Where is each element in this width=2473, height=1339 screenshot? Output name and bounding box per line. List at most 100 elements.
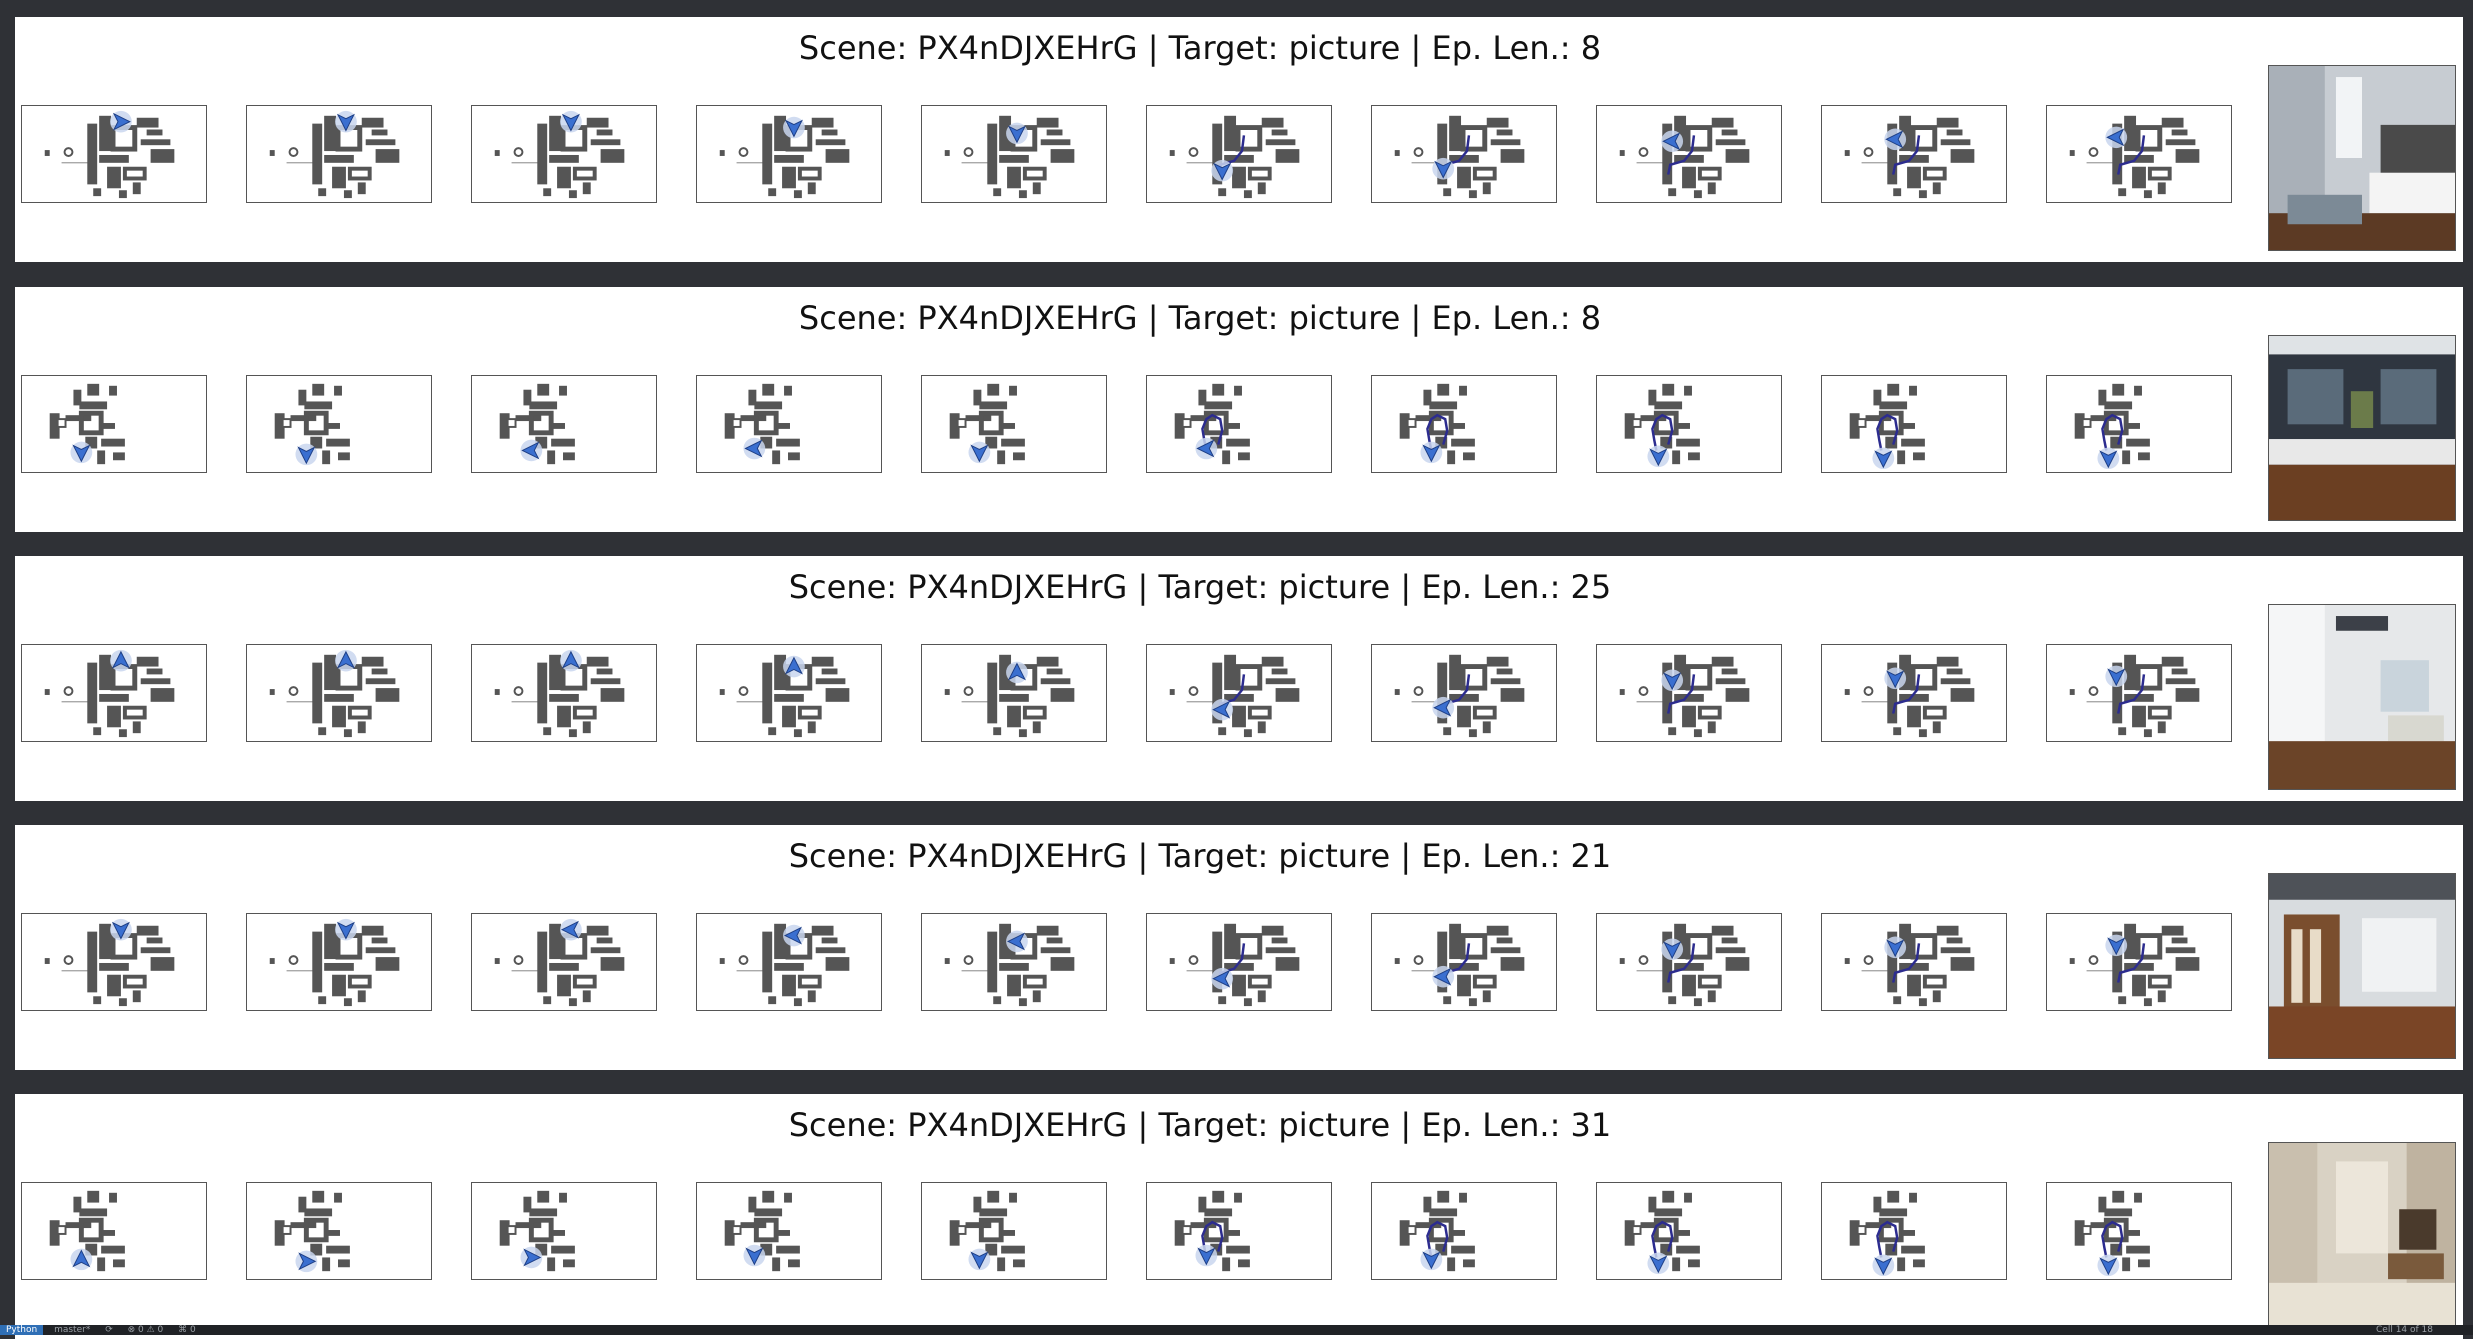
floor-plan-map bbox=[719, 115, 850, 199]
topdown-map-frame bbox=[1371, 644, 1557, 742]
cell-position[interactable]: Cell 14 of 18 bbox=[2376, 1325, 2433, 1335]
agent-arrow-icon bbox=[1884, 667, 1907, 690]
topdown-map-frame bbox=[1596, 913, 1782, 1011]
floor-plan-map bbox=[1844, 923, 1975, 1007]
episode-title: Scene: PX4nDJXEHrG | Target: picture | E… bbox=[798, 299, 1602, 337]
floor-plan-map bbox=[1849, 1190, 1925, 1277]
topdown-map-frame bbox=[1596, 105, 1782, 203]
topdown-map-frame bbox=[696, 375, 882, 473]
agent-arrow-icon bbox=[70, 441, 93, 464]
topdown-map-frame bbox=[1596, 375, 1782, 473]
kernel-indicator[interactable]: Python bbox=[0, 1325, 44, 1335]
floor-plan-map bbox=[1174, 1190, 1250, 1272]
floor-plan-map bbox=[1619, 654, 1750, 738]
agent-arrow-icon bbox=[968, 1248, 991, 1271]
floor-plan-map bbox=[2069, 115, 2200, 199]
topdown-map-frame bbox=[1146, 1182, 1332, 1280]
topdown-map-frame bbox=[1821, 375, 2007, 473]
ports-indicator[interactable]: ⌘ 0 bbox=[178, 1325, 196, 1335]
floor-plan-map bbox=[44, 649, 175, 738]
topdown-map-frame bbox=[1146, 375, 1332, 473]
topdown-map-frame bbox=[246, 644, 432, 742]
floor-plan-map bbox=[944, 115, 1075, 199]
agent-arrow-icon bbox=[335, 649, 357, 672]
floor-plan-map bbox=[949, 383, 1025, 465]
agent-arrow-icon bbox=[1006, 930, 1028, 953]
topdown-map-frame bbox=[1821, 913, 2007, 1011]
topdown-map-frame bbox=[21, 913, 207, 1011]
target-observation-image bbox=[2268, 873, 2456, 1059]
agent-arrow-icon bbox=[1661, 130, 1684, 153]
agent-arrow-icon bbox=[1420, 1248, 1443, 1271]
topdown-map-frame bbox=[2046, 375, 2232, 473]
floor-plan-map bbox=[1844, 115, 1975, 199]
topdown-map-frame bbox=[1596, 1182, 1782, 1280]
target-observation-image bbox=[2268, 604, 2456, 790]
topdown-map-frame bbox=[1371, 105, 1557, 203]
agent-arrow-icon bbox=[783, 924, 805, 947]
topdown-map-frame bbox=[21, 1182, 207, 1280]
topdown-map-frame bbox=[2046, 1182, 2232, 1280]
topdown-map-frame bbox=[1371, 913, 1557, 1011]
topdown-map-frame bbox=[1146, 105, 1332, 203]
agent-arrow-icon bbox=[1006, 122, 1028, 145]
episode-panel: Scene: PX4nDJXEHrG | Target: picture | E… bbox=[15, 825, 2463, 1070]
floor-plan-map bbox=[269, 918, 400, 1007]
floor-plan-map bbox=[2069, 923, 2200, 1007]
topdown-map-frame bbox=[2046, 913, 2232, 1011]
floor-plan-map bbox=[494, 649, 625, 738]
floor-plan-map bbox=[1844, 654, 1975, 738]
episode-title: Scene: PX4nDJXEHrG | Target: picture | E… bbox=[788, 568, 1612, 606]
agent-arrow-icon bbox=[335, 110, 357, 133]
topdown-map-frame bbox=[1821, 644, 2007, 742]
topdown-map-frame bbox=[1821, 1182, 2007, 1280]
agent-arrow-icon bbox=[2105, 665, 2128, 688]
floor-plan-map bbox=[44, 110, 175, 199]
floor-plan-map bbox=[274, 1190, 350, 1273]
floor-plan-map bbox=[949, 1190, 1025, 1272]
agent-arrow-icon bbox=[1647, 445, 1670, 468]
floor-plan-map bbox=[1169, 654, 1300, 738]
agent-arrow-icon bbox=[295, 1250, 318, 1273]
floor-plan-map bbox=[1169, 115, 1300, 199]
sync-icon[interactable]: ⟳ bbox=[105, 1325, 113, 1335]
floor-plan-map bbox=[724, 383, 800, 465]
topdown-map-frame bbox=[1596, 644, 1782, 742]
topdown-map-frame bbox=[1821, 105, 2007, 203]
floor-plan-map bbox=[719, 654, 850, 738]
floor-plan-map bbox=[1399, 1190, 1475, 1272]
agent-arrow-icon bbox=[520, 439, 543, 462]
floor-plan-map bbox=[499, 1190, 575, 1272]
agent-arrow-icon bbox=[783, 655, 805, 678]
topdown-map-frame bbox=[471, 644, 657, 742]
agent-arrow-icon bbox=[743, 1244, 766, 1267]
topdown-map-frame bbox=[1146, 644, 1332, 742]
agent-arrow-icon bbox=[110, 918, 132, 941]
floor-plan-map bbox=[269, 110, 400, 199]
topdown-map-frame bbox=[696, 1182, 882, 1280]
agent-arrow-icon bbox=[1432, 157, 1455, 180]
floor-plan-map bbox=[724, 1190, 800, 1272]
topdown-map-frame bbox=[471, 913, 657, 1011]
agent-arrow-icon bbox=[2097, 1254, 2120, 1277]
topdown-map-frame bbox=[21, 105, 207, 203]
topdown-map-frame bbox=[21, 644, 207, 742]
floor-plan-map bbox=[1624, 383, 1700, 468]
topdown-map-frame bbox=[696, 913, 882, 1011]
topdown-map-frame bbox=[696, 105, 882, 203]
agent-arrow-icon bbox=[1420, 441, 1443, 464]
agent-arrow-icon bbox=[560, 918, 582, 941]
agent-arrow-icon bbox=[1211, 698, 1234, 721]
agent-arrow-icon bbox=[560, 649, 582, 672]
floor-plan-map bbox=[1624, 1190, 1700, 1275]
agent-arrow-icon bbox=[70, 1248, 93, 1271]
floor-plan-map bbox=[2069, 654, 2200, 738]
floor-plan-map bbox=[274, 383, 350, 466]
episode-title: Scene: PX4nDJXEHrG | Target: picture | E… bbox=[798, 29, 1602, 67]
problems-indicator[interactable]: ⊗ 0 ⚠ 0 bbox=[127, 1325, 164, 1335]
topdown-map-frame bbox=[246, 913, 432, 1011]
git-branch[interactable]: master* bbox=[54, 1325, 91, 1335]
episode-panel: Scene: PX4nDJXEHrG | Target: picture | E… bbox=[15, 556, 2463, 801]
floor-plan-map bbox=[2074, 1190, 2150, 1277]
agent-arrow-icon bbox=[1647, 1252, 1670, 1275]
